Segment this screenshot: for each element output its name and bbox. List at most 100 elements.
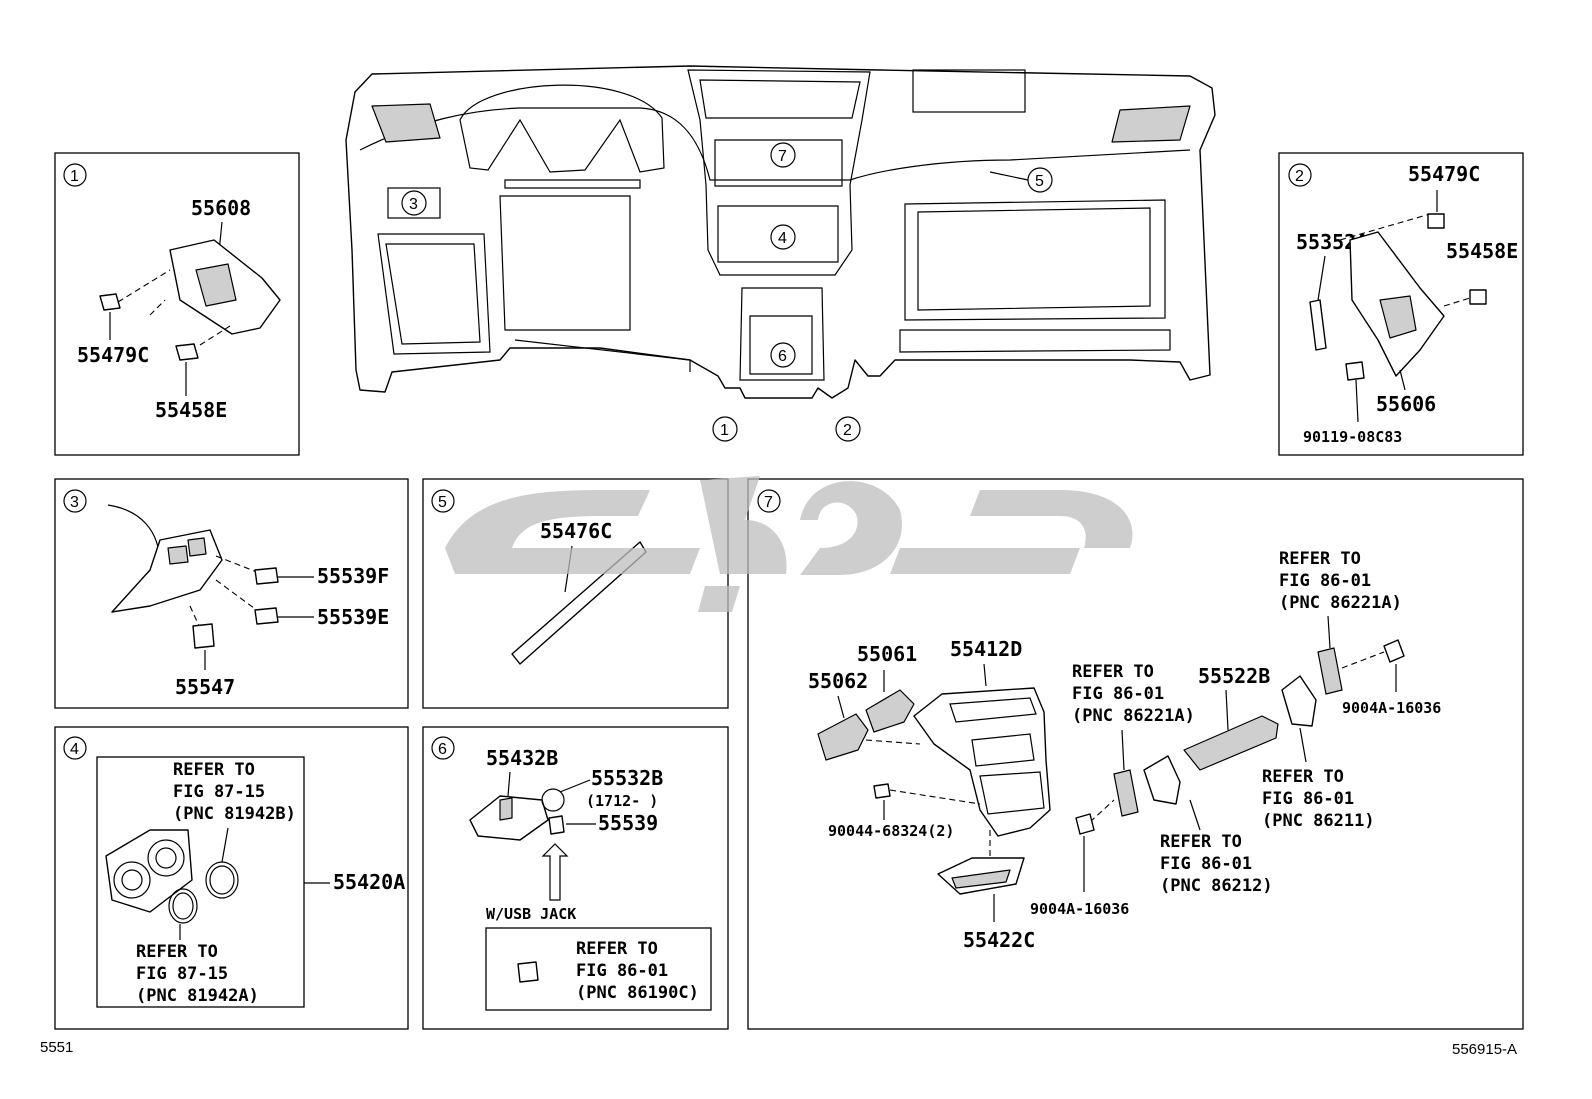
ref-86221A-mid-line3: (PNC 86221A) — [1072, 706, 1195, 726]
part-55352A-bracket — [1309, 299, 1327, 351]
ref-81942A-line2: FIG 87-15 — [136, 964, 228, 984]
ref-86190C-line1: REFER TO — [576, 939, 658, 959]
part-90044-clip — [873, 783, 891, 799]
svg-text:6: 6 — [778, 348, 787, 365]
svg-text:1: 1 — [720, 422, 729, 439]
ref-81942B-line2: FIG 87-15 — [173, 782, 265, 802]
ref-86211-line2: FIG 86-01 — [1262, 789, 1354, 809]
panel-6-number: 6 — [438, 741, 447, 758]
part-55476C-label: 55476C — [540, 519, 612, 543]
part-55420A-label: 55420A — [333, 870, 405, 894]
part-55061-label: 55061 — [857, 642, 917, 666]
part-55479C-clip — [99, 293, 121, 311]
part-55539-clip — [548, 815, 565, 835]
part-55458E-bolt-2 — [1469, 289, 1487, 305]
svg-text:5: 5 — [1035, 173, 1044, 190]
ref-86221A-top-line1: REFER TO — [1279, 549, 1361, 569]
ref-86212-line3: (PNC 86212) — [1160, 876, 1273, 896]
ref-81942A-line1: REFER TO — [136, 942, 218, 962]
svg-text:7: 7 — [778, 148, 787, 165]
ref-86212-line2: FIG 86-01 — [1160, 854, 1252, 874]
panel-7-number: 7 — [764, 494, 773, 511]
main-callout-7: 7 — [770, 142, 796, 168]
ref-81942B-line1: REFER TO — [173, 760, 255, 780]
ref-86190C-line3: (PNC 86190C) — [576, 983, 699, 1003]
ref-86212-line1: REFER TO — [1160, 832, 1242, 852]
main-callout-6: 6 — [770, 342, 796, 368]
part-90119-screw — [1345, 361, 1365, 381]
part-55539-label: 55539 — [598, 811, 658, 835]
panel-1-number: 1 — [70, 168, 79, 185]
part-55062-vent — [817, 713, 869, 761]
main-callout-4: 4 — [770, 224, 796, 250]
part-55479C-label: 55479C — [77, 343, 149, 367]
part-55432B-label: 55432B — [486, 746, 558, 770]
ref-86221A-top-line2: FIG 86-01 — [1279, 571, 1371, 591]
panel-3: 3 55539F 55539E 55547 — [54, 478, 409, 709]
part-55479C-label-2: 55479C — [1408, 162, 1480, 186]
panel-6: 6 55432B 55532B (1712- ) 55539 W/USB JAC… — [422, 726, 729, 1030]
part-55062-label: 55062 — [808, 669, 868, 693]
bracket-86211 — [1281, 675, 1317, 727]
part-55458E-label: 55458E — [155, 398, 227, 422]
main-callout-1: 1 — [712, 416, 738, 442]
part-55539E — [254, 607, 279, 625]
ref-81942A-line3: (PNC 81942A) — [136, 986, 259, 1006]
switch-86221A-mid — [1113, 769, 1139, 817]
part-9004A-16036-label-a: 9004A-16036 — [1030, 900, 1129, 918]
svg-text:4: 4 — [778, 230, 787, 247]
switch-86221A-top — [1317, 647, 1343, 695]
panel-4: 4 REFER TO FIG 87-15 (PNC 81942B) REFER … — [54, 726, 409, 1030]
part-55547-label: 55547 — [175, 675, 235, 699]
svg-text:3: 3 — [409, 196, 418, 213]
part-55539F-label: 55539F — [317, 564, 389, 588]
svg-text:2: 2 — [843, 422, 852, 439]
part-55539E-label: 55539E — [317, 605, 389, 629]
panel-3-number: 3 — [70, 494, 79, 511]
instrument-panel-main-view: 7 4 3 5 6 1 2 — [345, 65, 1216, 442]
panel-1: 1 55608 55479C 55458E — [54, 152, 300, 456]
part-55458E-label-2: 55458E — [1446, 239, 1518, 263]
watermark-logo — [445, 476, 1133, 612]
ref-86211-line3: (PNC 86211) — [1262, 811, 1375, 831]
ref-86221A-top-line3: (PNC 86221A) — [1279, 593, 1402, 613]
ref-86190C-line2: FIG 86-01 — [576, 961, 668, 981]
part-55539F — [254, 567, 279, 585]
page-code: 5551 — [40, 1039, 73, 1056]
part-9004A-screw-a — [1075, 813, 1095, 835]
part-55420A-switch-assy — [105, 829, 193, 913]
part-90044-68324-label: 90044-68324(2) — [828, 822, 954, 840]
figure-code: 556915-A — [1452, 1041, 1517, 1058]
part-55412D-label: 55412D — [950, 637, 1022, 661]
ref-86221A-mid-line1: REFER TO — [1072, 662, 1154, 682]
usb-arrow-icon — [541, 843, 569, 901]
usb-jack-label: W/USB JACK — [486, 905, 576, 923]
part-55422C-label: 55422C — [963, 928, 1035, 952]
knob-ring-81942A — [168, 888, 198, 924]
panel-7: 7 55062 55061 55412D 90044-68324(2) 5542… — [747, 478, 1524, 1030]
panel-4-number: 4 — [70, 741, 79, 758]
panel-2: 2 55479C 55352A 55458E 55606 90119-08C83 — [1278, 152, 1524, 456]
part-9004A-screw-b — [1383, 639, 1405, 663]
knob-ring-81942B — [205, 861, 239, 899]
part-9004A-16036-label-b: 9004A-16036 — [1342, 699, 1441, 717]
part-55479C-clip-2 — [1427, 213, 1445, 229]
usb-jack-icon — [517, 961, 539, 983]
bracket-86212 — [1143, 755, 1181, 805]
part-55606-label: 55606 — [1376, 392, 1436, 416]
part-55522B-pocket — [1183, 715, 1279, 771]
ref-86221A-mid-line2: FIG 86-01 — [1072, 684, 1164, 704]
part-55458E-bolt — [175, 343, 199, 361]
part-55532B-label: 55532B — [591, 766, 663, 790]
part-55061-vent — [865, 689, 915, 733]
part-55522B-label: 55522B — [1198, 664, 1270, 688]
part-55608-label: 55608 — [191, 196, 251, 220]
part-55532B-note: (1712- ) — [586, 792, 658, 810]
part-55412D-panel — [913, 687, 1051, 837]
main-callout-5: 5 — [989, 167, 1053, 193]
part-90119-08C83-label: 90119-08C83 — [1303, 428, 1402, 446]
main-callout-3: 3 — [387, 187, 441, 219]
part-55532B-plug — [541, 788, 565, 812]
main-callout-2: 2 — [835, 416, 861, 442]
